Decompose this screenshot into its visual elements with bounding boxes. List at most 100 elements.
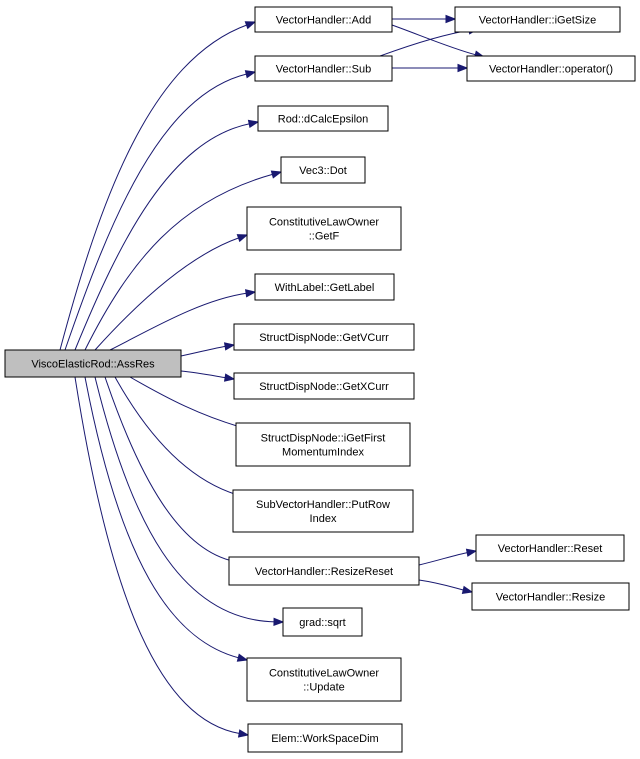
node-box: [475, 534, 625, 562]
node-update[interactable]: ConstitutiveLawOwner::Update: [246, 657, 402, 702]
node-box: [254, 6, 393, 33]
node-resizereset[interactable]: VectorHandler::ResizeReset: [228, 556, 420, 586]
edge-line: [94, 237, 240, 351]
node-label: VectorHandler::iGetSize: [479, 15, 596, 27]
edge-line: [391, 24, 477, 56]
node-add[interactable]: VectorHandler::Add: [254, 6, 393, 33]
node-label: ViscoElasticRod::AssRes: [31, 359, 155, 371]
edge-line: [74, 123, 251, 351]
nodes-layer: ViscoElasticRod::AssRes VectorHandler::Ad…: [4, 6, 636, 753]
node-label: Rod::dCalcEpsilon: [278, 114, 369, 126]
node-dot[interactable]: Vec3::Dot: [280, 156, 366, 184]
arrow-head-icon: [244, 21, 257, 30]
arrow-head-icon: [445, 14, 457, 24]
arrow-head-icon: [223, 373, 236, 382]
node-label: ConstitutiveLawOwner: [269, 217, 379, 229]
arrow-head-icon: [244, 289, 257, 298]
node-box: [235, 422, 411, 467]
node-label: StructDispNode::GetVCurr: [259, 332, 389, 344]
edge-root-to-sqrt: [94, 376, 285, 627]
edge-root-to-dot: [84, 170, 283, 351]
node-resize[interactable]: VectorHandler::Resize: [471, 582, 630, 611]
arrow-head-icon: [236, 653, 249, 662]
edge-line: [180, 345, 227, 357]
node-box: [471, 582, 630, 611]
node-box: [228, 556, 420, 586]
node-label: StructDispNode::iGetFirst: [261, 433, 386, 445]
node-label: Vec3::Dot: [299, 165, 347, 177]
node-getf[interactable]: ConstitutiveLawOwner::GetF: [246, 206, 402, 251]
edge-root-to-update: [84, 376, 249, 662]
node-getxcurr[interactable]: StructDispNode::GetXCurr: [233, 372, 415, 400]
node-label: WithLabel::GetLabel: [275, 282, 375, 294]
edge-root-to-workspace: [74, 376, 250, 738]
arrow-head-icon: [457, 63, 469, 73]
node-label: grad::sqrt: [299, 617, 345, 629]
node-label: VectorHandler::Add: [276, 15, 371, 27]
node-root[interactable]: ViscoElasticRod::AssRes: [4, 349, 182, 378]
edge-root-to-getf: [94, 234, 249, 351]
arrow-head-icon: [223, 342, 236, 351]
node-workspace[interactable]: Elem::WorkSpaceDim: [247, 723, 403, 753]
node-igetsize[interactable]: VectorHandler::iGetSize: [454, 6, 621, 33]
arrow-head-icon: [247, 119, 260, 129]
edge-root-to-putrow: [114, 376, 246, 499]
edge-line: [84, 173, 274, 351]
edge-root-to-igetfirst: [129, 376, 249, 431]
edges-layer: [59, 14, 486, 738]
arrow-head-icon: [465, 548, 478, 557]
node-dcalceps[interactable]: Rod::dCalcEpsilon: [257, 105, 389, 132]
node-box: [246, 657, 402, 702]
node-label: ::Update: [303, 682, 345, 694]
edge-root-to-getvcurr: [180, 342, 236, 357]
node-box: [4, 349, 182, 378]
node-label: MomentumIndex: [282, 447, 364, 459]
node-reset[interactable]: VectorHandler::Reset: [475, 534, 625, 562]
node-box: [282, 607, 363, 637]
node-label: Index: [310, 513, 337, 525]
edge-root-to-resizereset: [104, 376, 244, 566]
edge-line: [59, 24, 248, 351]
arrow-head-icon: [237, 729, 250, 738]
edge-resizereset-to-resize: [418, 579, 474, 594]
node-box: [232, 489, 414, 533]
edge-line: [379, 29, 471, 57]
edge-root-to-add: [59, 21, 257, 351]
node-box: [466, 55, 636, 82]
node-box: [233, 323, 415, 351]
edge-root-to-getxcurr: [180, 370, 236, 382]
node-label: VectorHandler::Reset: [498, 543, 603, 555]
node-box: [247, 723, 403, 753]
node-label: StructDispNode::GetXCurr: [259, 381, 389, 393]
node-sqrt[interactable]: grad::sqrt: [282, 607, 363, 637]
node-getvcurr[interactable]: StructDispNode::GetVCurr: [233, 323, 415, 351]
edge-resizereset-to-reset: [418, 548, 478, 566]
node-label: VectorHandler::ResizeReset: [255, 566, 393, 578]
arrow-head-icon: [461, 585, 474, 594]
node-box: [280, 156, 366, 184]
node-box: [454, 6, 621, 33]
edge-root-to-dcalceps: [74, 119, 260, 351]
edge-line: [114, 376, 237, 496]
edge-line: [94, 376, 276, 623]
edge-line: [109, 292, 248, 351]
edge-line: [418, 552, 469, 566]
edge-line: [64, 73, 248, 351]
node-getlabel[interactable]: WithLabel::GetLabel: [254, 273, 395, 301]
edge-line: [418, 579, 465, 591]
arrow-head-icon: [273, 617, 285, 627]
arrow-head-icon: [244, 70, 257, 79]
node-label: VectorHandler::Resize: [496, 592, 605, 604]
node-label: ::GetF: [309, 231, 340, 243]
node-label: Elem::WorkSpaceDim: [271, 733, 378, 745]
edge-line: [129, 376, 240, 428]
edge-line: [180, 370, 227, 379]
arrow-head-icon: [270, 170, 283, 179]
node-label: VectorHandler::Sub: [276, 64, 371, 76]
node-label: ConstitutiveLawOwner: [269, 668, 379, 680]
node-operator[interactable]: VectorHandler::operator(): [466, 55, 636, 82]
node-sub[interactable]: VectorHandler::Sub: [254, 55, 393, 82]
